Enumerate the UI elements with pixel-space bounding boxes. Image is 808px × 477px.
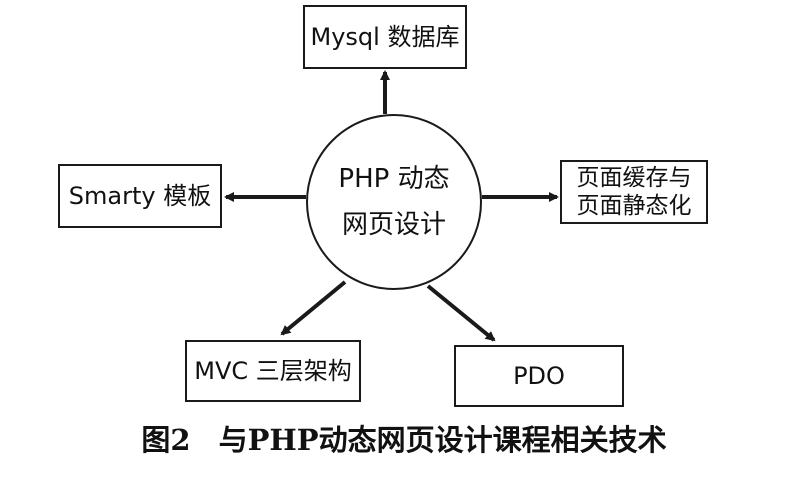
node-smarty-template: Smarty 模板: [58, 164, 222, 228]
arrow-to-mvc: [280, 280, 347, 336]
node-pdo: PDO: [454, 345, 624, 407]
node-mvc-three-tier: MVC 三层架构: [185, 340, 361, 402]
node-mysql-label: Mysql 数据库: [310, 23, 460, 51]
node-mysql-database: Mysql 数据库: [303, 5, 467, 69]
figure-caption-text: 与PHP动态网页设计课程相关技术: [218, 423, 667, 457]
arrow-to-pdo: [426, 284, 496, 342]
node-smarty-label: Smarty 模板: [68, 182, 212, 210]
node-cache-label-line1: 页面缓存与: [576, 165, 692, 191]
node-pdo-label: PDO: [513, 362, 565, 390]
figure-caption: 图2 与PHP动态网页设计课程相关技术: [0, 420, 808, 460]
node-cache-label-line2: 页面静态化: [576, 193, 692, 219]
center-node-php-web-design: PHP 动态 网页设计: [306, 114, 482, 290]
node-mvc-label: MVC 三层架构: [194, 357, 352, 385]
node-page-cache-static: 页面缓存与 页面静态化: [560, 160, 708, 224]
center-label-line2: 网页设计: [341, 210, 446, 240]
figure-number: 图2: [141, 423, 191, 457]
center-label-line1: PHP 动态: [338, 164, 450, 194]
